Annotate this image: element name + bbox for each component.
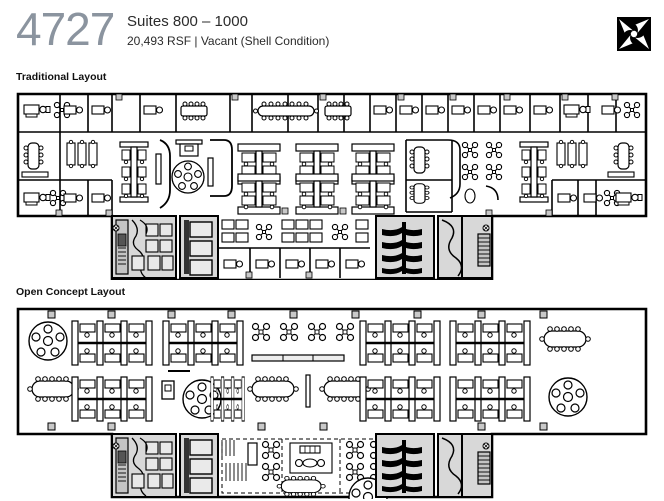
core-east [375, 433, 483, 498]
open-south-amenity [221, 438, 393, 499]
traditional-north-offices [18, 93, 646, 133]
core-east [375, 215, 483, 279]
suite-number: 4727 [16, 3, 115, 55]
page-title: Suites 800 – 1000 [127, 13, 248, 30]
page-header: 4727 Suites 800 – 1000 20,493 RSF | Vaca… [0, 0, 664, 66]
pinwheel-logo [617, 17, 651, 51]
open-core-band [111, 433, 493, 499]
floorplan-open-concept [0, 299, 664, 499]
core-east-stair [461, 433, 493, 498]
core-west [111, 215, 177, 279]
core-elevators [179, 433, 219, 498]
traditional-east-suite [405, 139, 646, 217]
traditional-south-open [217, 219, 370, 279]
traditional-open-center [119, 139, 395, 215]
section-label-open: Open Concept Layout [16, 286, 126, 298]
core-west [111, 433, 177, 498]
section-label-traditional: Traditional Layout [16, 71, 107, 83]
core-east-stair [461, 215, 493, 279]
open-workstations-south [27, 370, 588, 423]
suite-heading-block: Suites 800 – 1000 20,493 RSF | Vacant (S… [127, 12, 329, 49]
core-elevators [179, 215, 219, 279]
floorplan-traditional [0, 84, 664, 280]
traditional-west-suite [18, 132, 113, 217]
suite-details: 20,493 RSF | Vacant (Shell Condition) [127, 34, 330, 48]
traditional-core-band [111, 215, 493, 279]
open-workstations-north [28, 319, 591, 367]
